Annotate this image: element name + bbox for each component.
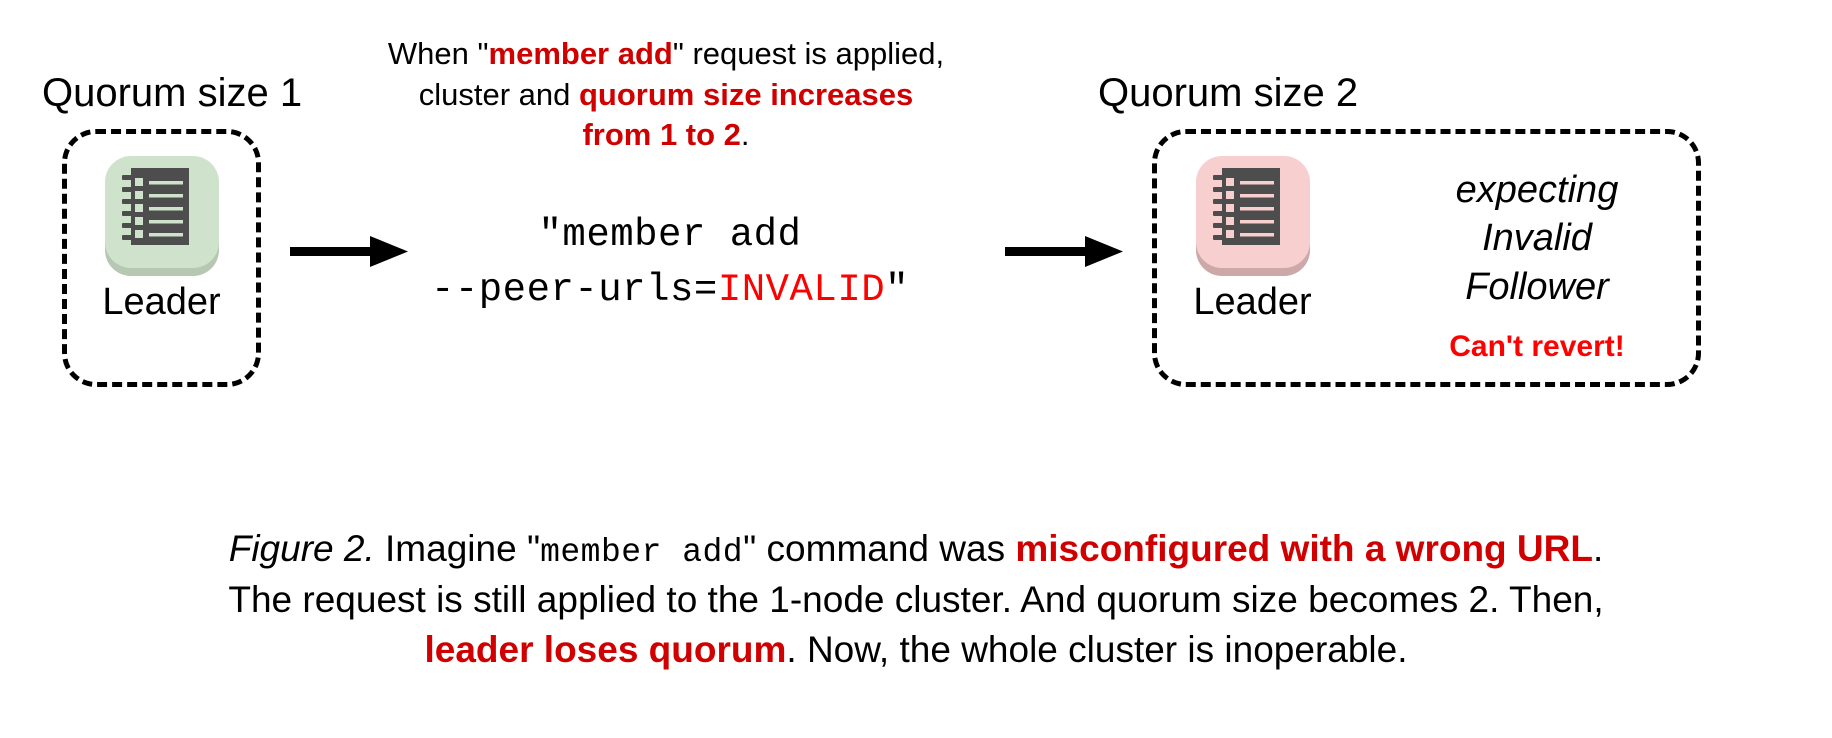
command-line-2: --peer-urls=INVALID" [400, 263, 940, 318]
top-note-line-3: from 1 to 2. [348, 115, 984, 156]
top-explanation-note: When "member add" request is applied, cl… [348, 34, 984, 156]
caption-l1-a: Imagine " [374, 528, 541, 569]
cant-revert-warning: Can't revert! [1449, 330, 1625, 363]
arrow-cluster-to-command [290, 232, 408, 277]
figure-number-label: Figure 2. [228, 528, 375, 569]
top-note-l3-emphasis: from 1 to 2 [582, 117, 741, 153]
top-note-l3-b: . [740, 117, 750, 153]
node-icon-left [101, 150, 223, 276]
cluster-label-right: Quorum size 2 [1098, 71, 1359, 115]
node-caption-right: Leader [1193, 281, 1312, 323]
top-note-l2-emphasis: quorum size increases [579, 76, 914, 112]
caption-line-1: Figure 2. Imagine "member add" command w… [60, 524, 1772, 575]
caption-l3-b: . Now, the whole cluster is inoperable. [786, 628, 1408, 670]
expecting-follower-text: expecting Invalid Follower [1412, 166, 1662, 311]
command-line-1: "member add [538, 213, 802, 257]
top-note-l1-a: When " [387, 36, 489, 71]
cluster-boundary-left [62, 129, 261, 387]
node-icon-right [1192, 150, 1314, 276]
expecting-line-3: Follower [1465, 265, 1609, 308]
node-right: Leader [1165, 150, 1340, 324]
expecting-line-1: expecting [1455, 169, 1619, 211]
node-caption-left: Leader [102, 281, 221, 323]
command-text-block: "member add --peer-urls=INVALID" [400, 208, 940, 319]
command-invalid-value: INVALID [717, 268, 886, 313]
arrow-command-to-cluster [1005, 232, 1123, 277]
expecting-line-2: Invalid [1482, 217, 1592, 260]
top-note-line-1: When "member add" request is applied, [348, 34, 984, 75]
caption-l3-emphasis: leader loses quorum [424, 628, 787, 670]
top-note-line-2: cluster and quorum size increases [348, 75, 984, 116]
caption-l1-mono: member add [540, 534, 744, 571]
ledger-icon [1212, 168, 1280, 245]
caption-l1-emphasis: misconfigured with a wrong URL [1015, 528, 1593, 569]
node-left: Leader [74, 150, 249, 324]
caption-line-3: leader loses quorum. Now, the whole clus… [60, 625, 1772, 675]
command-closing-quote: " [885, 268, 910, 313]
caption-l1-c: . [1592, 528, 1604, 569]
cluster-label-left: Quorum size 1 [42, 71, 303, 115]
caption-l1-b: " command was [743, 528, 1016, 569]
top-note-l2-a: cluster and [418, 76, 579, 112]
ledger-icon [121, 168, 189, 245]
figure-caption: Figure 2. Imagine "member add" command w… [60, 524, 1772, 674]
top-note-l1-emphasis: member add [488, 36, 673, 71]
top-note-l1-b: " request is applied, [672, 36, 945, 71]
command-flag-prefix: --peer-urls= [430, 268, 718, 313]
caption-line-2: The request is still applied to the 1-no… [228, 579, 1604, 621]
cluster-boundary-right [1152, 129, 1701, 387]
